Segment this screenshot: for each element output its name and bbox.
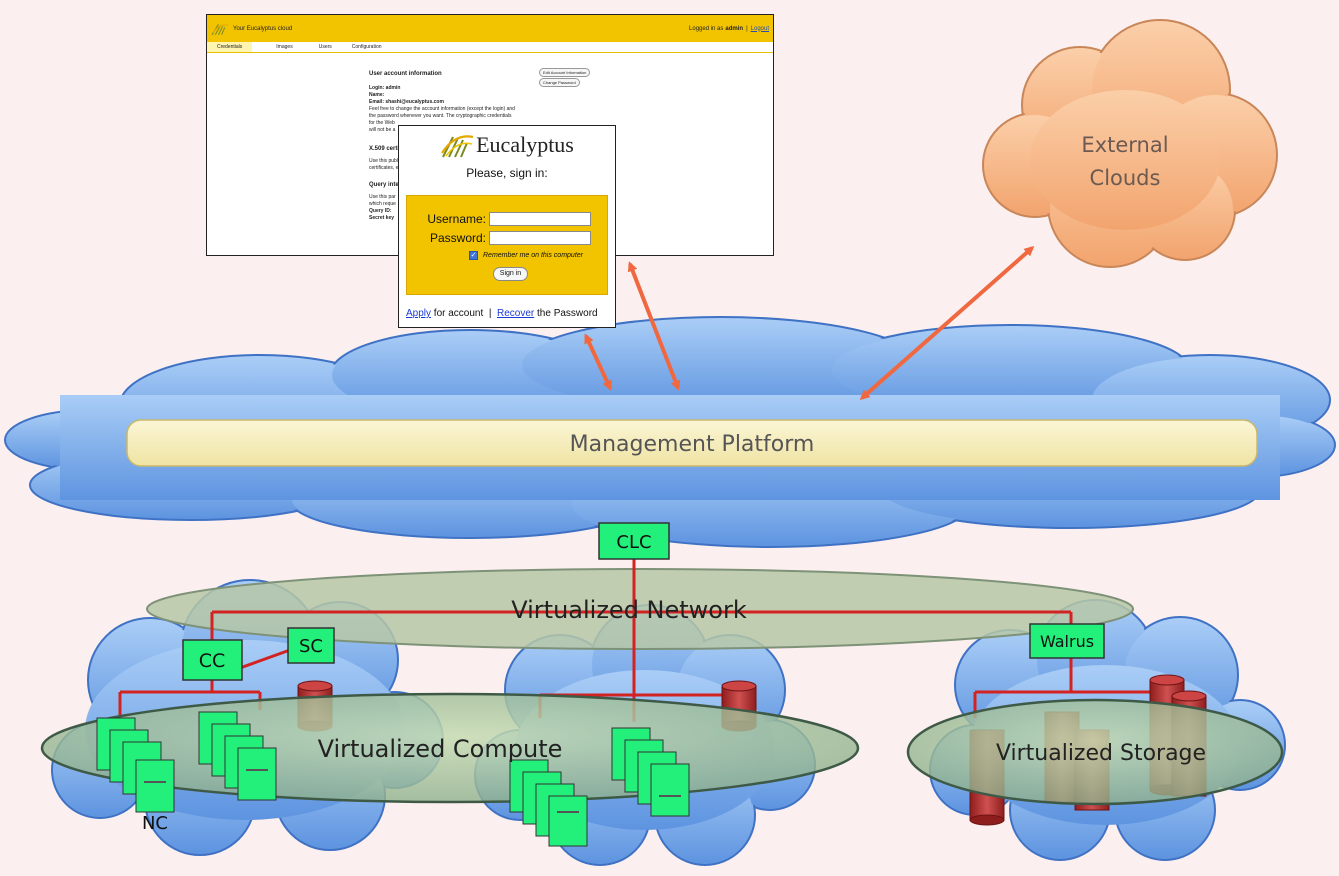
change-password-button[interactable]: Change Password xyxy=(539,78,580,87)
account-section-title: User account information xyxy=(369,71,442,77)
signin-form: Username: Password: ✓ Remember me on thi… xyxy=(406,195,608,295)
note-line-4: will not be a xyxy=(369,127,396,133)
tab-configuration[interactable]: Configuration xyxy=(351,44,382,50)
x509-line-1: Use this publ xyxy=(369,158,398,164)
query-line-1: Use this par xyxy=(369,194,396,200)
apply-suffix: for account | xyxy=(431,308,497,319)
signin-prompt: Please, sign in: xyxy=(466,166,548,180)
remember-label: Remember me on this computer xyxy=(483,252,583,259)
header-separator: | xyxy=(746,25,748,32)
external-clouds: External Clouds xyxy=(982,19,1278,268)
remember-checkbox[interactable]: ✓ xyxy=(469,251,478,260)
nc-label: NC xyxy=(142,813,168,834)
x509-line-2: certificates, e xyxy=(369,165,399,171)
note-line-3: for the Web xyxy=(369,120,395,126)
signin-links: Apply for account | Recover the Password xyxy=(406,308,598,319)
clc-box: CLC xyxy=(598,522,670,560)
query-id-label: Query ID: xyxy=(369,208,392,214)
virtualized-network-oval xyxy=(146,568,1134,650)
tab-credentials[interactable]: Credentials xyxy=(207,42,253,52)
management-platform-label: Management Platform xyxy=(570,432,815,457)
apply-link[interactable]: Apply xyxy=(406,308,432,319)
virtualized-compute-label: Virtualized Compute xyxy=(318,735,563,763)
signin-window: Eucalyptus Please, sign in: Username: Pa… xyxy=(398,125,616,328)
server-slots xyxy=(144,769,681,813)
admin-header-bar: Your Eucalyptus cloud Logged in as admin… xyxy=(207,15,773,42)
query-title: Query inte xyxy=(369,182,399,188)
external-clouds-label-line1: External xyxy=(1081,133,1168,157)
admin-tabs: Credentials Images Users Configuration xyxy=(207,42,773,53)
email-line: Email: shashi@eucalyptus.com xyxy=(369,99,444,105)
connection-arrows xyxy=(584,246,1035,400)
external-clouds-label-line2: Clouds xyxy=(1090,166,1161,190)
sc-label: SC xyxy=(299,636,323,657)
recover-suffix: the Password xyxy=(534,308,598,319)
management-platform-bar xyxy=(126,419,1258,467)
secret-key-label: Secret key xyxy=(369,215,395,221)
eucalyptus-logo-icon xyxy=(211,23,229,35)
password-label: Password: xyxy=(429,231,486,245)
walrus-box: Walrus xyxy=(1029,623,1105,659)
username-input[interactable] xyxy=(489,212,591,226)
brand-name: Eucalyptus xyxy=(476,132,574,157)
recover-link[interactable]: Recover xyxy=(496,308,535,319)
virtualized-storage-label: Virtualized Storage xyxy=(996,741,1206,766)
cc-box: CC xyxy=(182,639,243,681)
tab-images[interactable]: Images xyxy=(276,44,293,50)
query-line-2: which reque xyxy=(369,201,396,207)
eucalyptus-logo-icon xyxy=(441,135,474,158)
logout-link[interactable]: Logout xyxy=(750,25,769,32)
node-controllers xyxy=(96,711,690,847)
username-label: Username: xyxy=(427,212,486,226)
logged-in-prefix: Logged in as xyxy=(689,25,724,32)
logged-in-user: admin xyxy=(725,25,744,32)
tab-users[interactable]: Users xyxy=(318,44,332,50)
x509-title: X.509 certi xyxy=(369,146,400,152)
walrus-label: Walrus xyxy=(1040,632,1094,651)
admin-site-title: Your Eucalyptus cloud xyxy=(233,25,293,32)
name-line: Name: xyxy=(369,92,385,98)
cc-label: CC xyxy=(199,650,226,672)
remember-me[interactable]: ✓ Remember me on this computer xyxy=(469,251,583,260)
note-line-2: the password whenever you want. The cryp… xyxy=(369,113,512,119)
sc-box: SC xyxy=(287,627,335,664)
signin-button[interactable]: Sign in xyxy=(493,267,528,281)
login-line: Login: admin xyxy=(369,85,401,91)
account-content: User account information Login: admin Na… xyxy=(369,71,539,222)
password-input[interactable] xyxy=(489,231,591,245)
edit-account-button[interactable]: Edit Account Information xyxy=(539,68,591,77)
clc-label: CLC xyxy=(616,532,651,553)
note-line-1: Feel free to change the account informat… xyxy=(369,106,515,112)
virtualized-network-label: Virtualized Network xyxy=(511,596,747,624)
signin-brand: Eucalyptus xyxy=(399,132,615,158)
virtualized-storage-oval xyxy=(906,698,1284,806)
